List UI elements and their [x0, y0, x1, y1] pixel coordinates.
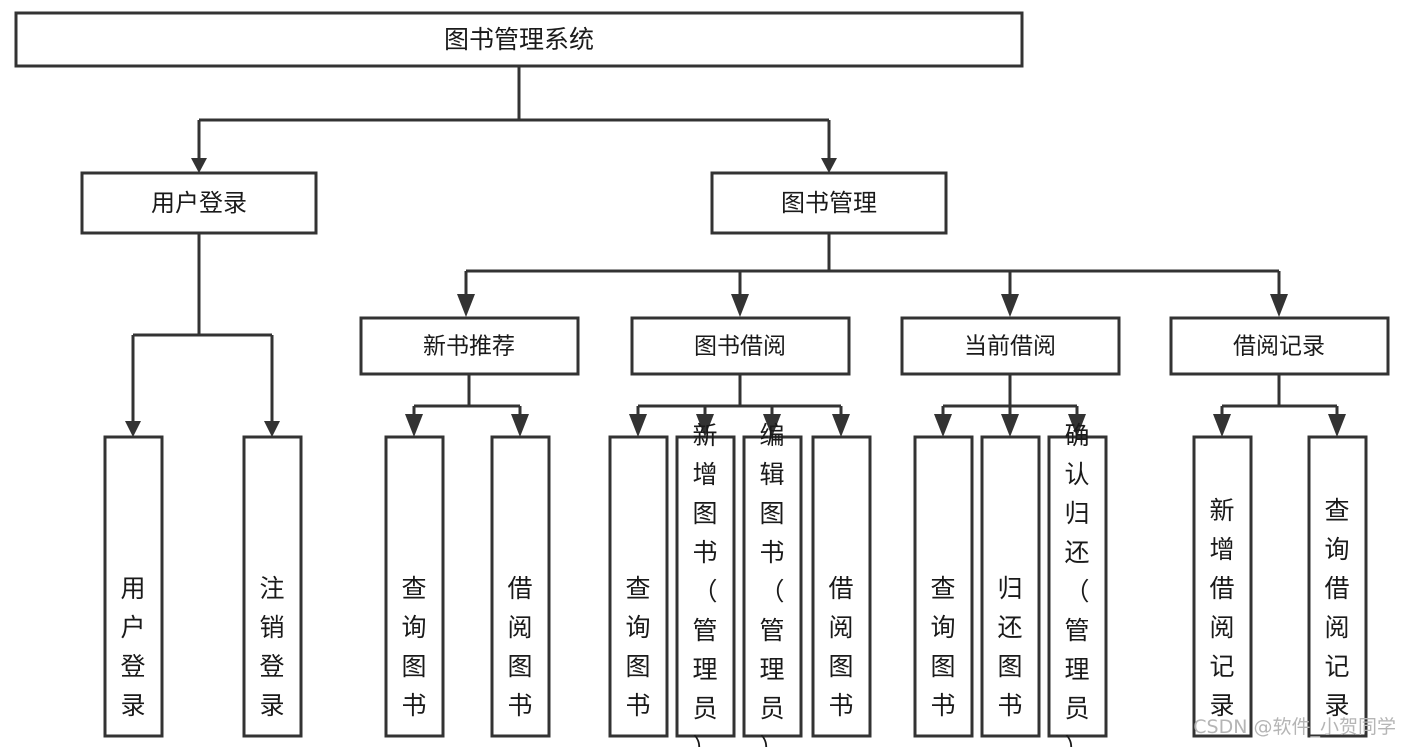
node-leaf-confirm-return[interactable]: 确认归还（管理员）: [1047, 421, 1108, 747]
arrow-to-leaf-query-record: [1328, 414, 1346, 437]
connector-layer: [125, 66, 1346, 437]
borrow-record-label: 借阅记录: [1233, 334, 1325, 360]
node-new-book-recommend[interactable]: 新书推荐: [359, 316, 580, 376]
leaf-add-book-label: 新增图书（管理员）: [692, 421, 717, 747]
arrow-to-leaf-return-book: [1001, 414, 1019, 437]
node-book-borrow[interactable]: 图书借阅: [630, 316, 851, 376]
arrow-to-leaf-user-login: [125, 421, 141, 437]
borrow-record-box[interactable]: [1169, 316, 1390, 376]
new-book-recommend-box[interactable]: [359, 316, 580, 376]
arrow-to-user-login: [191, 158, 207, 173]
node-book-manage[interactable]: 图书管理: [710, 171, 948, 235]
connector-book-manage-branch: [464, 233, 1281, 296]
leaf-borrow-book-2-box[interactable]: [811, 435, 872, 738]
arrow-to-leaf-logout: [264, 421, 280, 437]
new-book-recommend-label: 新书推荐: [423, 334, 515, 360]
book-manage-label: 图书管理: [781, 189, 877, 217]
current-borrow-label: 当前借阅: [964, 334, 1056, 360]
leaf-layer: 用户登录 注销登录 查询图书 借阅图书 查询图书 新增图书（管理员） 编辑图书（…: [103, 421, 1368, 747]
node-leaf-return-book[interactable]: 归还图书: [980, 435, 1041, 738]
node-leaf-logout[interactable]: 注销登录: [242, 435, 303, 738]
leaf-add-record-box[interactable]: [1192, 435, 1253, 738]
leaf-logout-box[interactable]: [242, 435, 303, 738]
arrow-to-book-borrow: [731, 294, 749, 317]
user-login-box[interactable]: [80, 171, 318, 235]
leaf-user-login-box[interactable]: [103, 435, 164, 738]
node-leaf-borrow-book-2[interactable]: 借阅图书: [811, 435, 872, 738]
connector-book-borrow-branch: [636, 374, 843, 419]
node-leaf-user-login[interactable]: 用户登录: [103, 435, 164, 738]
leaf-return-book-box[interactable]: [980, 435, 1041, 738]
book-borrow-label: 图书借阅: [694, 334, 786, 360]
leaf-query-record-box[interactable]: [1307, 435, 1368, 738]
book-borrow-box[interactable]: [630, 316, 851, 376]
arrow-to-leaf-edit-book: [763, 414, 781, 437]
user-login-label: 用户登录: [151, 189, 247, 217]
leaf-edit-book-label: 编辑图书（管理员）: [759, 421, 784, 747]
node-leaf-edit-book[interactable]: 编辑图书（管理员）: [742, 421, 803, 747]
leaf-query-book-2-box[interactable]: [608, 435, 669, 738]
leaf-borrow-book-1-label: 借阅图书: [507, 574, 532, 720]
arrow-to-book-manage: [821, 158, 837, 173]
node-user-login[interactable]: 用户登录: [80, 171, 318, 235]
node-leaf-add-book[interactable]: 新增图书（管理员）: [675, 421, 736, 747]
leaf-add-book-box[interactable]: [675, 435, 736, 738]
leaf-query-record-label: 查询借阅记录: [1324, 496, 1349, 720]
leaf-logout-label: 注销登录: [259, 574, 284, 720]
leaf-user-login-label: 用户登录: [120, 574, 145, 720]
leaf-query-book-3-label: 查询图书: [930, 574, 955, 720]
arrow-to-leaf-query-book-2: [629, 414, 647, 437]
leaf-confirm-return-label: 确认归还（管理员）: [1064, 421, 1089, 747]
node-borrow-record[interactable]: 借阅记录: [1169, 316, 1390, 376]
node-root[interactable]: 图书管理系统: [14, 11, 1024, 68]
root-label: 图书管理系统: [444, 25, 594, 54]
root-box[interactable]: [14, 11, 1024, 68]
leaf-borrow-book-2-label: 借阅图书: [828, 574, 853, 720]
arrow-to-borrow-record: [1270, 294, 1288, 317]
leaf-query-book-2-label: 查询图书: [625, 574, 650, 720]
leaf-query-book-1-label: 查询图书: [401, 574, 426, 720]
leaf-query-book-3-box[interactable]: [913, 435, 974, 738]
node-leaf-query-book-3[interactable]: 查询图书: [913, 435, 974, 738]
arrow-to-leaf-add-record: [1213, 414, 1231, 437]
leaf-confirm-return-box[interactable]: [1047, 435, 1108, 738]
node-leaf-query-book-2[interactable]: 查询图书: [608, 435, 669, 738]
connector-user-login-branch: [131, 233, 274, 422]
connector-current-borrow-branch: [941, 374, 1079, 419]
leaf-edit-book-box[interactable]: [742, 435, 803, 738]
arrow-to-leaf-borrow-book-1: [511, 414, 529, 437]
connector-root-trunk: [197, 66, 831, 158]
leaf-return-book-label: 归还图书: [997, 574, 1022, 720]
current-borrow-box[interactable]: [900, 316, 1121, 376]
node-leaf-borrow-book-1[interactable]: 借阅图书: [490, 435, 551, 738]
node-leaf-add-record[interactable]: 新增借阅记录: [1192, 435, 1253, 738]
arrow-to-leaf-borrow-book-2: [832, 414, 850, 437]
leaf-borrow-book-1-box[interactable]: [490, 435, 551, 738]
arrow-to-leaf-add-book: [696, 414, 714, 437]
csdn-watermark: CSDN @软件_小贺同学: [1193, 716, 1396, 738]
connector-new-book-recommend-branch: [412, 374, 522, 419]
arrow-to-leaf-query-book-3: [934, 414, 952, 437]
node-leaf-query-book-1[interactable]: 查询图书: [384, 435, 445, 738]
arrow-to-new-book-recommend: [457, 294, 475, 317]
arrow-to-leaf-confirm-return: [1068, 414, 1086, 437]
book-manage-box[interactable]: [710, 171, 948, 235]
node-leaf-query-record[interactable]: 查询借阅记录: [1307, 435, 1368, 738]
arrow-to-current-borrow: [1001, 294, 1019, 317]
leaf-add-record-label: 新增借阅记录: [1209, 496, 1234, 720]
leaf-query-book-1-box[interactable]: [384, 435, 445, 738]
node-current-borrow[interactable]: 当前借阅: [900, 316, 1121, 376]
connector-borrow-record-branch: [1220, 374, 1339, 419]
arrow-to-leaf-query-book-1: [405, 414, 423, 437]
